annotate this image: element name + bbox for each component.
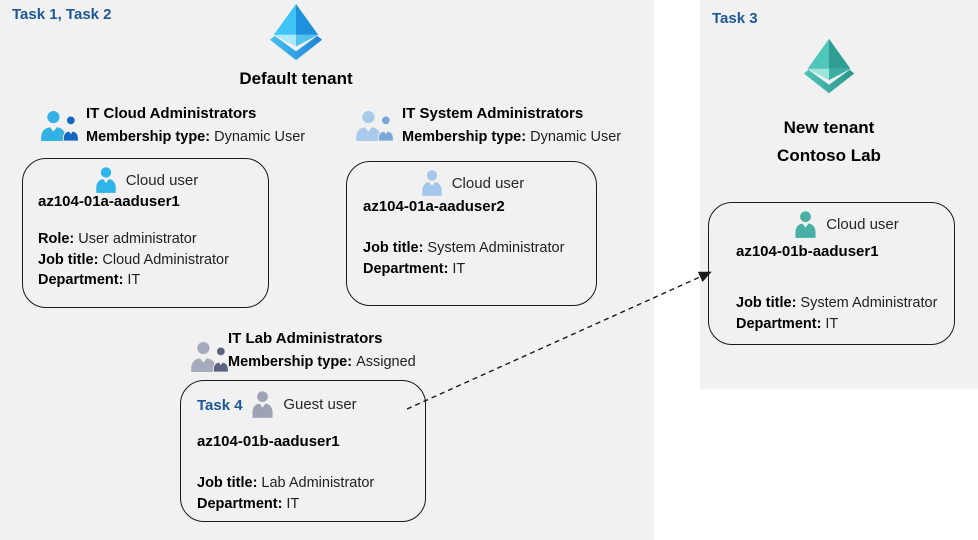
membership-type-value: Dynamic User bbox=[530, 129, 622, 145]
cloud-user-teal-icon bbox=[792, 210, 819, 239]
attribute-label: Job title: bbox=[38, 251, 99, 268]
cloud-user-pale-blue-icon bbox=[419, 169, 445, 197]
new-tenant-panel: Task 3 New tenant Contoso Lab bbox=[700, 0, 978, 389]
group-users-pale-blue-icon bbox=[354, 110, 396, 142]
user-attributes: Job title:System Administrator Departmen… bbox=[363, 238, 564, 279]
username: az104-01b-aaduser1 bbox=[197, 433, 340, 450]
user-card-header: Guest user bbox=[181, 390, 425, 419]
group-title-it-system-administrators: IT System Administrators bbox=[402, 105, 584, 122]
user-card-aaduser1-new-tenant: Cloud user az104-01b-aaduser1 Job title:… bbox=[708, 202, 955, 345]
user-card-aaduser2: Cloud user az104-01a-aaduser2 Job title:… bbox=[346, 161, 597, 306]
membership-type-label: Membership type: bbox=[402, 129, 527, 145]
user-card-header: Cloud user bbox=[347, 169, 596, 197]
membership-type-label: Membership type: bbox=[86, 129, 211, 145]
task-1-2-label: Task 1, Task 2 bbox=[12, 6, 112, 23]
attribute-label: Department: bbox=[736, 315, 822, 332]
username: az104-01b-aaduser1 bbox=[736, 243, 879, 260]
username: az104-01a-aaduser2 bbox=[363, 198, 505, 215]
attribute-department: Department:IT bbox=[197, 494, 374, 515]
default-tenant-panel: Task 1, Task 2 Default tenant IT Cloud A… bbox=[0, 0, 654, 540]
task-3-label: Task 3 bbox=[712, 10, 758, 27]
attribute-value: Lab Administrator bbox=[261, 475, 375, 491]
attribute-job-title: Job title:System Administrator bbox=[736, 293, 937, 314]
attribute-value: System Administrator bbox=[427, 240, 565, 256]
user-type-label: Cloud user bbox=[451, 174, 525, 192]
user-card-aaduser1: Cloud user az104-01a-aaduser1 Role:User … bbox=[22, 158, 269, 308]
guest-user-gray-icon bbox=[249, 390, 276, 419]
attribute-value: IT bbox=[452, 260, 466, 277]
attribute-job-title: Job title:Lab Administrator bbox=[197, 473, 374, 494]
azure-ad-tenant-teal-icon bbox=[797, 38, 861, 96]
attribute-label: Department: bbox=[363, 260, 449, 277]
user-attributes: Job title:System Administrator Departmen… bbox=[736, 293, 937, 334]
group-title-it-cloud-administrators: IT Cloud Administrators bbox=[86, 105, 257, 122]
group-title-it-lab-administrators: IT Lab Administrators bbox=[228, 330, 383, 347]
attribute-label: Job title: bbox=[197, 475, 258, 491]
attribute-department: Department:IT bbox=[363, 259, 564, 280]
new-tenant-title-line1: New tenant bbox=[783, 118, 875, 137]
azure-ad-tenant-blue-icon bbox=[260, 3, 332, 63]
cloud-user-cyan-icon bbox=[93, 166, 119, 194]
user-card-header: Cloud user bbox=[723, 210, 968, 239]
attribute-department: Department:IT bbox=[38, 270, 229, 291]
attribute-value: IT bbox=[825, 315, 839, 332]
user-type-label: Cloud user bbox=[125, 171, 199, 189]
user-type-label: Guest user bbox=[283, 396, 357, 413]
attribute-department: Department:IT bbox=[736, 314, 937, 335]
default-tenant-title: Default tenant bbox=[239, 69, 353, 88]
attribute-label: Role: bbox=[38, 231, 75, 247]
attribute-label: Department: bbox=[38, 272, 124, 288]
group-membership-it-cloud-administrators: Membership type:Dynamic User bbox=[86, 129, 305, 145]
attribute-value: Cloud Administrator bbox=[102, 251, 229, 268]
username: az104-01a-aaduser1 bbox=[38, 193, 180, 210]
group-users-blue-icon bbox=[39, 110, 81, 142]
attribute-value: IT bbox=[127, 272, 141, 288]
membership-type-value: Assigned bbox=[356, 354, 416, 370]
new-tenant-title-line2: Contoso Lab bbox=[777, 146, 881, 165]
user-attributes: Job title:Lab Administrator Department:I… bbox=[197, 473, 374, 514]
attribute-value: User administrator bbox=[78, 231, 197, 247]
group-users-gray-icon bbox=[189, 341, 231, 373]
membership-type-label: Membership type: bbox=[228, 354, 353, 370]
attribute-job-title: Job title:System Administrator bbox=[363, 238, 564, 259]
membership-type-value: Dynamic User bbox=[214, 129, 306, 145]
group-membership-it-lab-administrators: Membership type:Assigned bbox=[228, 354, 416, 370]
user-type-label: Cloud user bbox=[826, 216, 899, 233]
attribute-label: Job title: bbox=[363, 240, 424, 256]
user-card-header: Cloud user bbox=[23, 166, 268, 194]
attribute-value: IT bbox=[286, 495, 300, 512]
guest-user-card-aaduser1: Task 4 Guest user az104-01b-aaduser1 Job… bbox=[180, 380, 426, 522]
attribute-label: Department: bbox=[197, 495, 283, 512]
attribute-label: Job title: bbox=[736, 295, 797, 311]
user-attributes: Role:User administrator Job title:Cloud … bbox=[38, 229, 229, 291]
group-membership-it-system-administrators: Membership type:Dynamic User bbox=[402, 129, 621, 145]
attribute-value: System Administrator bbox=[800, 295, 938, 311]
attribute-job-title: Job title:Cloud Administrator bbox=[38, 250, 229, 271]
attribute-role: Role:User administrator bbox=[38, 229, 229, 250]
task-4-label: Task 4 bbox=[197, 397, 243, 414]
